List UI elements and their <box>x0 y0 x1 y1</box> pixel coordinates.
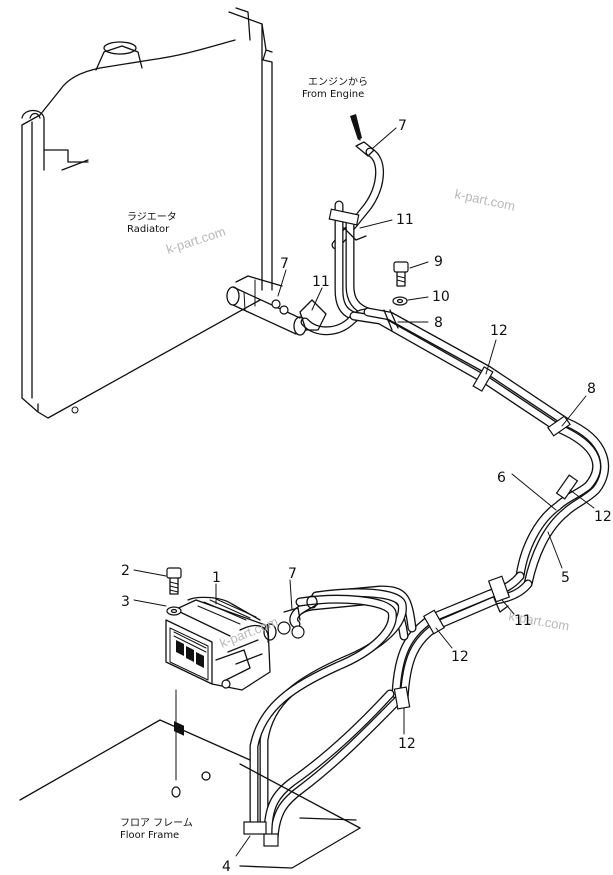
callout-12-right: 12 <box>594 509 612 525</box>
watermark-1: k-part.com <box>453 186 516 213</box>
callout-7-heater: 7 <box>288 566 297 582</box>
callout-10: 10 <box>432 289 450 305</box>
callout-7-top: 7 <box>398 118 407 134</box>
heater-unit <box>165 596 277 736</box>
callout-12-mid: 12 <box>451 649 469 665</box>
callout-5: 5 <box>561 570 570 586</box>
floor-frame-label-jp: フロア フレーム <box>120 817 193 829</box>
floor-frame-label-en: Floor Frame <box>120 830 179 841</box>
callout-3: 3 <box>121 594 130 610</box>
callout-8-top: 8 <box>434 315 443 331</box>
heater-hose-clamps <box>277 595 319 639</box>
callout-9: 9 <box>434 254 443 270</box>
bolt-9-washer-10 <box>392 261 409 306</box>
radiator-outlet-pipe <box>226 275 307 336</box>
callout-7-radiator: 7 <box>280 256 289 272</box>
callout-8-right: 8 <box>587 381 596 397</box>
callout-12-top: 12 <box>490 323 508 339</box>
text-labels: エンジンから From Engine ラジエータ Radiator フロア フレ… <box>120 76 368 841</box>
hose-bundle <box>249 147 610 843</box>
callout-2: 2 <box>121 563 130 579</box>
bolt-2-washer-3 <box>166 567 182 616</box>
radiator <box>21 7 273 419</box>
floor-frame <box>19 689 361 869</box>
radiator-label-en: Radiator <box>127 224 170 235</box>
callout-11-mid: 11 <box>514 613 532 629</box>
engine-label-en: From Engine <box>302 89 364 100</box>
leader-lines <box>133 127 595 857</box>
hose-clamps <box>243 114 579 847</box>
callout-12-low: 12 <box>398 736 416 752</box>
callout-11-top: 11 <box>396 212 414 228</box>
callout-1: 1 <box>212 570 221 586</box>
engine-label-jp: エンジンから <box>308 76 368 88</box>
radiator-label-jp: ラジエータ <box>127 211 177 223</box>
watermark-2: k-part.com <box>164 224 227 257</box>
callout-6: 6 <box>497 470 506 486</box>
callout-4: 4 <box>222 859 231 875</box>
callout-11-radiator: 11 <box>312 274 330 290</box>
callout-numbers: 7 11 9 7 11 10 8 12 8 6 12 5 11 12 12 2 … <box>121 118 612 875</box>
